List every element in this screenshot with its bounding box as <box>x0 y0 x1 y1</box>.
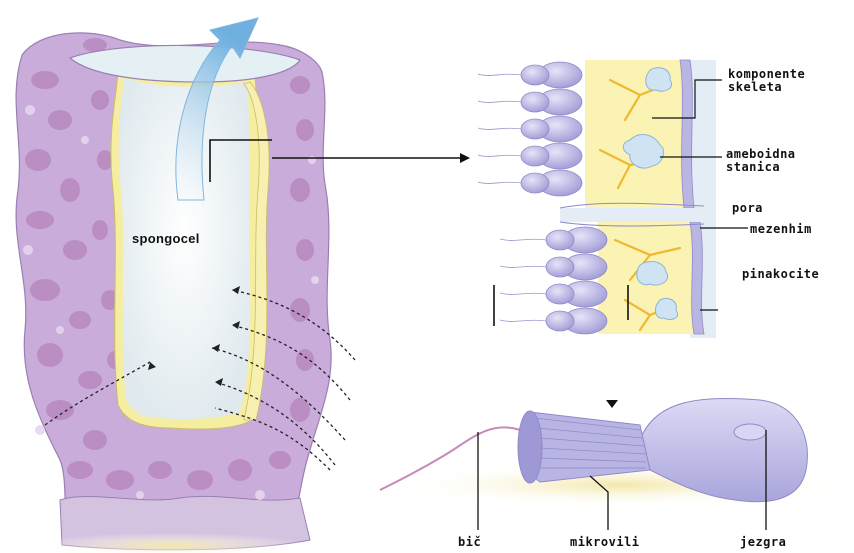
label-mezenhim: mezenhim <box>750 223 812 236</box>
label-bic: bič <box>458 536 481 549</box>
label-pinakocite: pinakocite <box>742 268 819 281</box>
label-ameboidna-stanica: ameboidna stanica <box>726 148 796 174</box>
label-spongocel: spongocel <box>132 232 200 245</box>
label-komponente-skeleta: komponente skeleta <box>728 68 805 94</box>
label-jezgra: jezgra <box>740 536 786 549</box>
label-pora: pora <box>732 202 763 215</box>
sponge-body <box>16 33 331 553</box>
choanocyte-cell-detail <box>380 398 854 507</box>
label-mikrovili: mikrovili <box>570 536 640 549</box>
wall-section-inset <box>470 58 716 338</box>
